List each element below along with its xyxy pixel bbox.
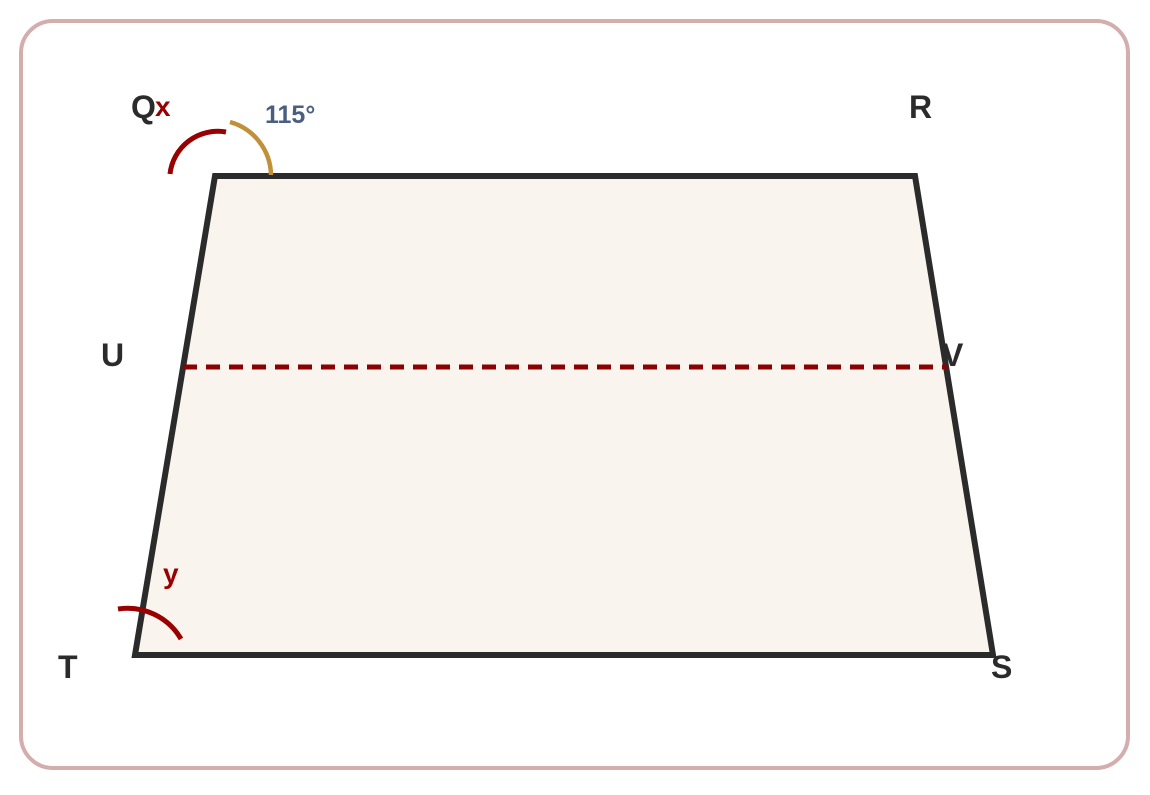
vertex-label-s: S — [991, 649, 1012, 685]
vertex-label-r: R — [909, 89, 932, 125]
angle-arc-x — [167, 128, 227, 175]
vertex-label-q: Q — [131, 89, 156, 125]
angle-label-y: y — [163, 558, 179, 589]
vertex-label-u: U — [101, 337, 124, 373]
angle-arc-115 — [229, 119, 274, 176]
angle-label-115: 115° — [265, 101, 315, 129]
trapezoid-qrst — [131, 173, 997, 658]
angle-arc-y — [117, 605, 184, 641]
vertex-label-v: V — [942, 337, 964, 373]
vertex-label-t: T — [58, 649, 78, 685]
angle-label-x: x — [155, 91, 171, 122]
